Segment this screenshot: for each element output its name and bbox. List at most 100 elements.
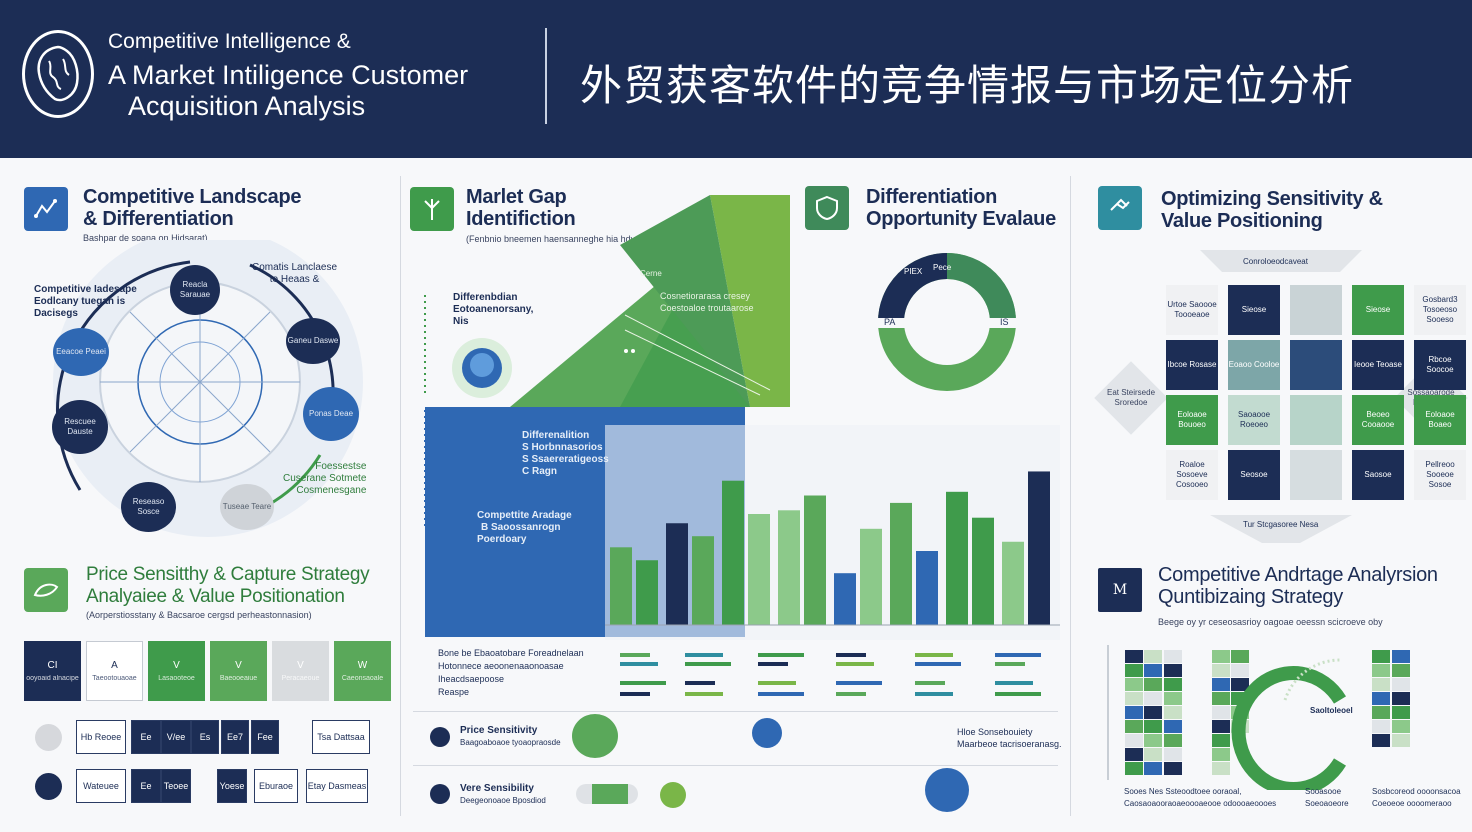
diff-label-line: Nis [453, 316, 469, 327]
value-pill-fill [592, 784, 628, 804]
price-tile-caption: ooyoaid alnacipe [26, 675, 79, 682]
section2-title-line1: Price Sensitthy & Capture Strategy [86, 564, 370, 585]
advantage-cell [1164, 762, 1182, 775]
legend-strip [758, 653, 804, 657]
advantage-cell [1372, 650, 1390, 663]
advantage-cell [1164, 692, 1182, 705]
chart-bar-series1 [834, 573, 856, 625]
bottom-banner [1210, 515, 1352, 543]
value-marker [430, 784, 450, 804]
advantage-cell [1231, 678, 1249, 691]
price-cell: Fee [251, 720, 279, 754]
positioning-tile: Urtoe Saoooe Toooeaoe [1166, 285, 1218, 335]
section3-subtitle: (Fenbnio bneemen haensanneghe hia hdy [466, 234, 636, 244]
price-bubble [572, 714, 618, 758]
chart-bar-series2 [748, 514, 770, 625]
legend-strip [836, 681, 882, 685]
landscape-label-line: Comatis Lanclaese [252, 262, 338, 273]
section3-title: Marlet Gap Identifiction [466, 186, 576, 230]
advantage-cell [1125, 650, 1143, 663]
advantage-cell [1144, 720, 1162, 733]
advantage-cell [1372, 678, 1390, 691]
price-tile-letter: A [111, 660, 118, 671]
donut-label: PIEX [904, 267, 923, 276]
landscape-label-line: Cuserane Sotmete [283, 473, 367, 484]
value-bubble [925, 768, 969, 812]
section4-title: Differentiation Opportunity Evalaue [866, 186, 1056, 230]
advantage-note-line: Sooasooe [1305, 787, 1342, 796]
landscape-label-line: Cosmenesgane [296, 485, 367, 496]
advantage-cell [1212, 734, 1230, 747]
top-banner-label: Conroloeodcaveat [1243, 257, 1308, 266]
chart-bar-series1 [778, 510, 800, 625]
advantage-cell [1212, 720, 1230, 733]
right-price-line: Maarbeoe tacrisoeranasg. [957, 739, 1062, 749]
legend-strip [836, 662, 874, 666]
price-cell: Eburaoe [254, 769, 298, 803]
advantage-cell [1372, 720, 1390, 733]
advantage-cell [1392, 650, 1410, 663]
price-cell: Ee7 [221, 720, 249, 754]
wedge-label-line: Cosnetiorarasa cresey [660, 291, 751, 301]
tree-icon [410, 187, 454, 231]
positioning-tile: Seosoe [1228, 450, 1280, 500]
advantage-cell [1144, 692, 1162, 705]
price-label: Price Sensitivity Baagoaboaoe tyoaopraos… [460, 725, 561, 749]
landscape-node: Rescuee Dauste [52, 400, 108, 454]
landscape-label-line: to Heaas & [269, 274, 320, 285]
positioning-tile: Eoaoo Cooloe [1228, 340, 1280, 390]
legend-strip [995, 681, 1033, 685]
legend-strip [685, 681, 715, 685]
positioning-tile [1290, 450, 1342, 500]
wedge-label: Cosnetiorarasa cresey Coestoaloe troutaa… [660, 290, 754, 314]
blue-label: Differenalition S Horbnnasorios S Ssaere… [522, 430, 609, 478]
chart-bar-series1 [946, 491, 968, 625]
legend-strip [915, 681, 945, 685]
landscape-label-line: Competitive Iadesape [34, 284, 137, 295]
landscape-node: Ponas Deae [303, 387, 359, 441]
positioning-tile: Rbcoe Soocoe [1414, 340, 1466, 390]
network-icon [24, 187, 68, 231]
price-tile-letter: W [357, 660, 368, 671]
advantage-cell [1231, 650, 1249, 663]
section2-title-line2: Analyaiee & Value Positionation [86, 586, 345, 607]
advantage-cell [1125, 762, 1143, 775]
section6-title-line2: Quntibizaing Strategy [1158, 586, 1343, 608]
advantage-note-line: Caosaoaooraoaeoooaeooe odoooaeoooes [1124, 799, 1277, 808]
hands-icon [1098, 186, 1142, 230]
advantage-cell [1392, 734, 1410, 747]
advantage-cell [1144, 748, 1162, 761]
top-banner [1200, 250, 1362, 272]
section1-title-line2: & Differentiation [83, 208, 234, 230]
positioning-tile [1290, 395, 1342, 445]
price-cell: Etay Dasmeas [306, 769, 368, 803]
blue-label-line: S Ssaereratigeoss [522, 454, 609, 465]
header-banner: Competitive Intelligence & A Market Inti… [0, 0, 1472, 158]
price-cell: Yoese [217, 769, 247, 803]
advantage-cell [1125, 706, 1143, 719]
advantage-cell [1164, 720, 1182, 733]
section5-title-line2: Value Positioning [1161, 210, 1323, 232]
diff-label-line: Differenbdian [453, 292, 518, 303]
price-tile-caption: Taeootouaoae [92, 675, 137, 682]
header-title-line3: Acquisition Analysis [128, 91, 366, 121]
advantage-cell [1164, 748, 1182, 761]
separator [413, 765, 1058, 766]
legend-item: Reaspe [438, 687, 470, 697]
positioning-tile: Gosbard3 Tosoeoso Sooeso [1414, 285, 1466, 335]
header-divider [545, 28, 547, 124]
section3-title-line2: Identifiction [466, 208, 576, 230]
positioning-tile: Sieose [1228, 285, 1280, 335]
section6-title: Competitive Andrtage Analyrsion Quntibiz… [1158, 564, 1438, 608]
value-label-line: Vere Sensibility [460, 783, 534, 794]
value-label-line: Deegeonoaoe Bposdiod [460, 796, 546, 805]
row-marker [35, 724, 62, 751]
blue-label-line: Compettite Aradage [477, 510, 572, 521]
section2-subtitle: (Aorperstiosstany & Bacsaroe cergsd perh… [86, 610, 312, 620]
advantage-cell [1212, 762, 1230, 775]
positioning-tile [1290, 340, 1342, 390]
landscape-label: Foessestse Cuserane Sotmete Cosmenesgane [283, 461, 366, 497]
chart-bar-series2 [860, 528, 882, 625]
positioning-tile: Sieose [1352, 285, 1404, 335]
